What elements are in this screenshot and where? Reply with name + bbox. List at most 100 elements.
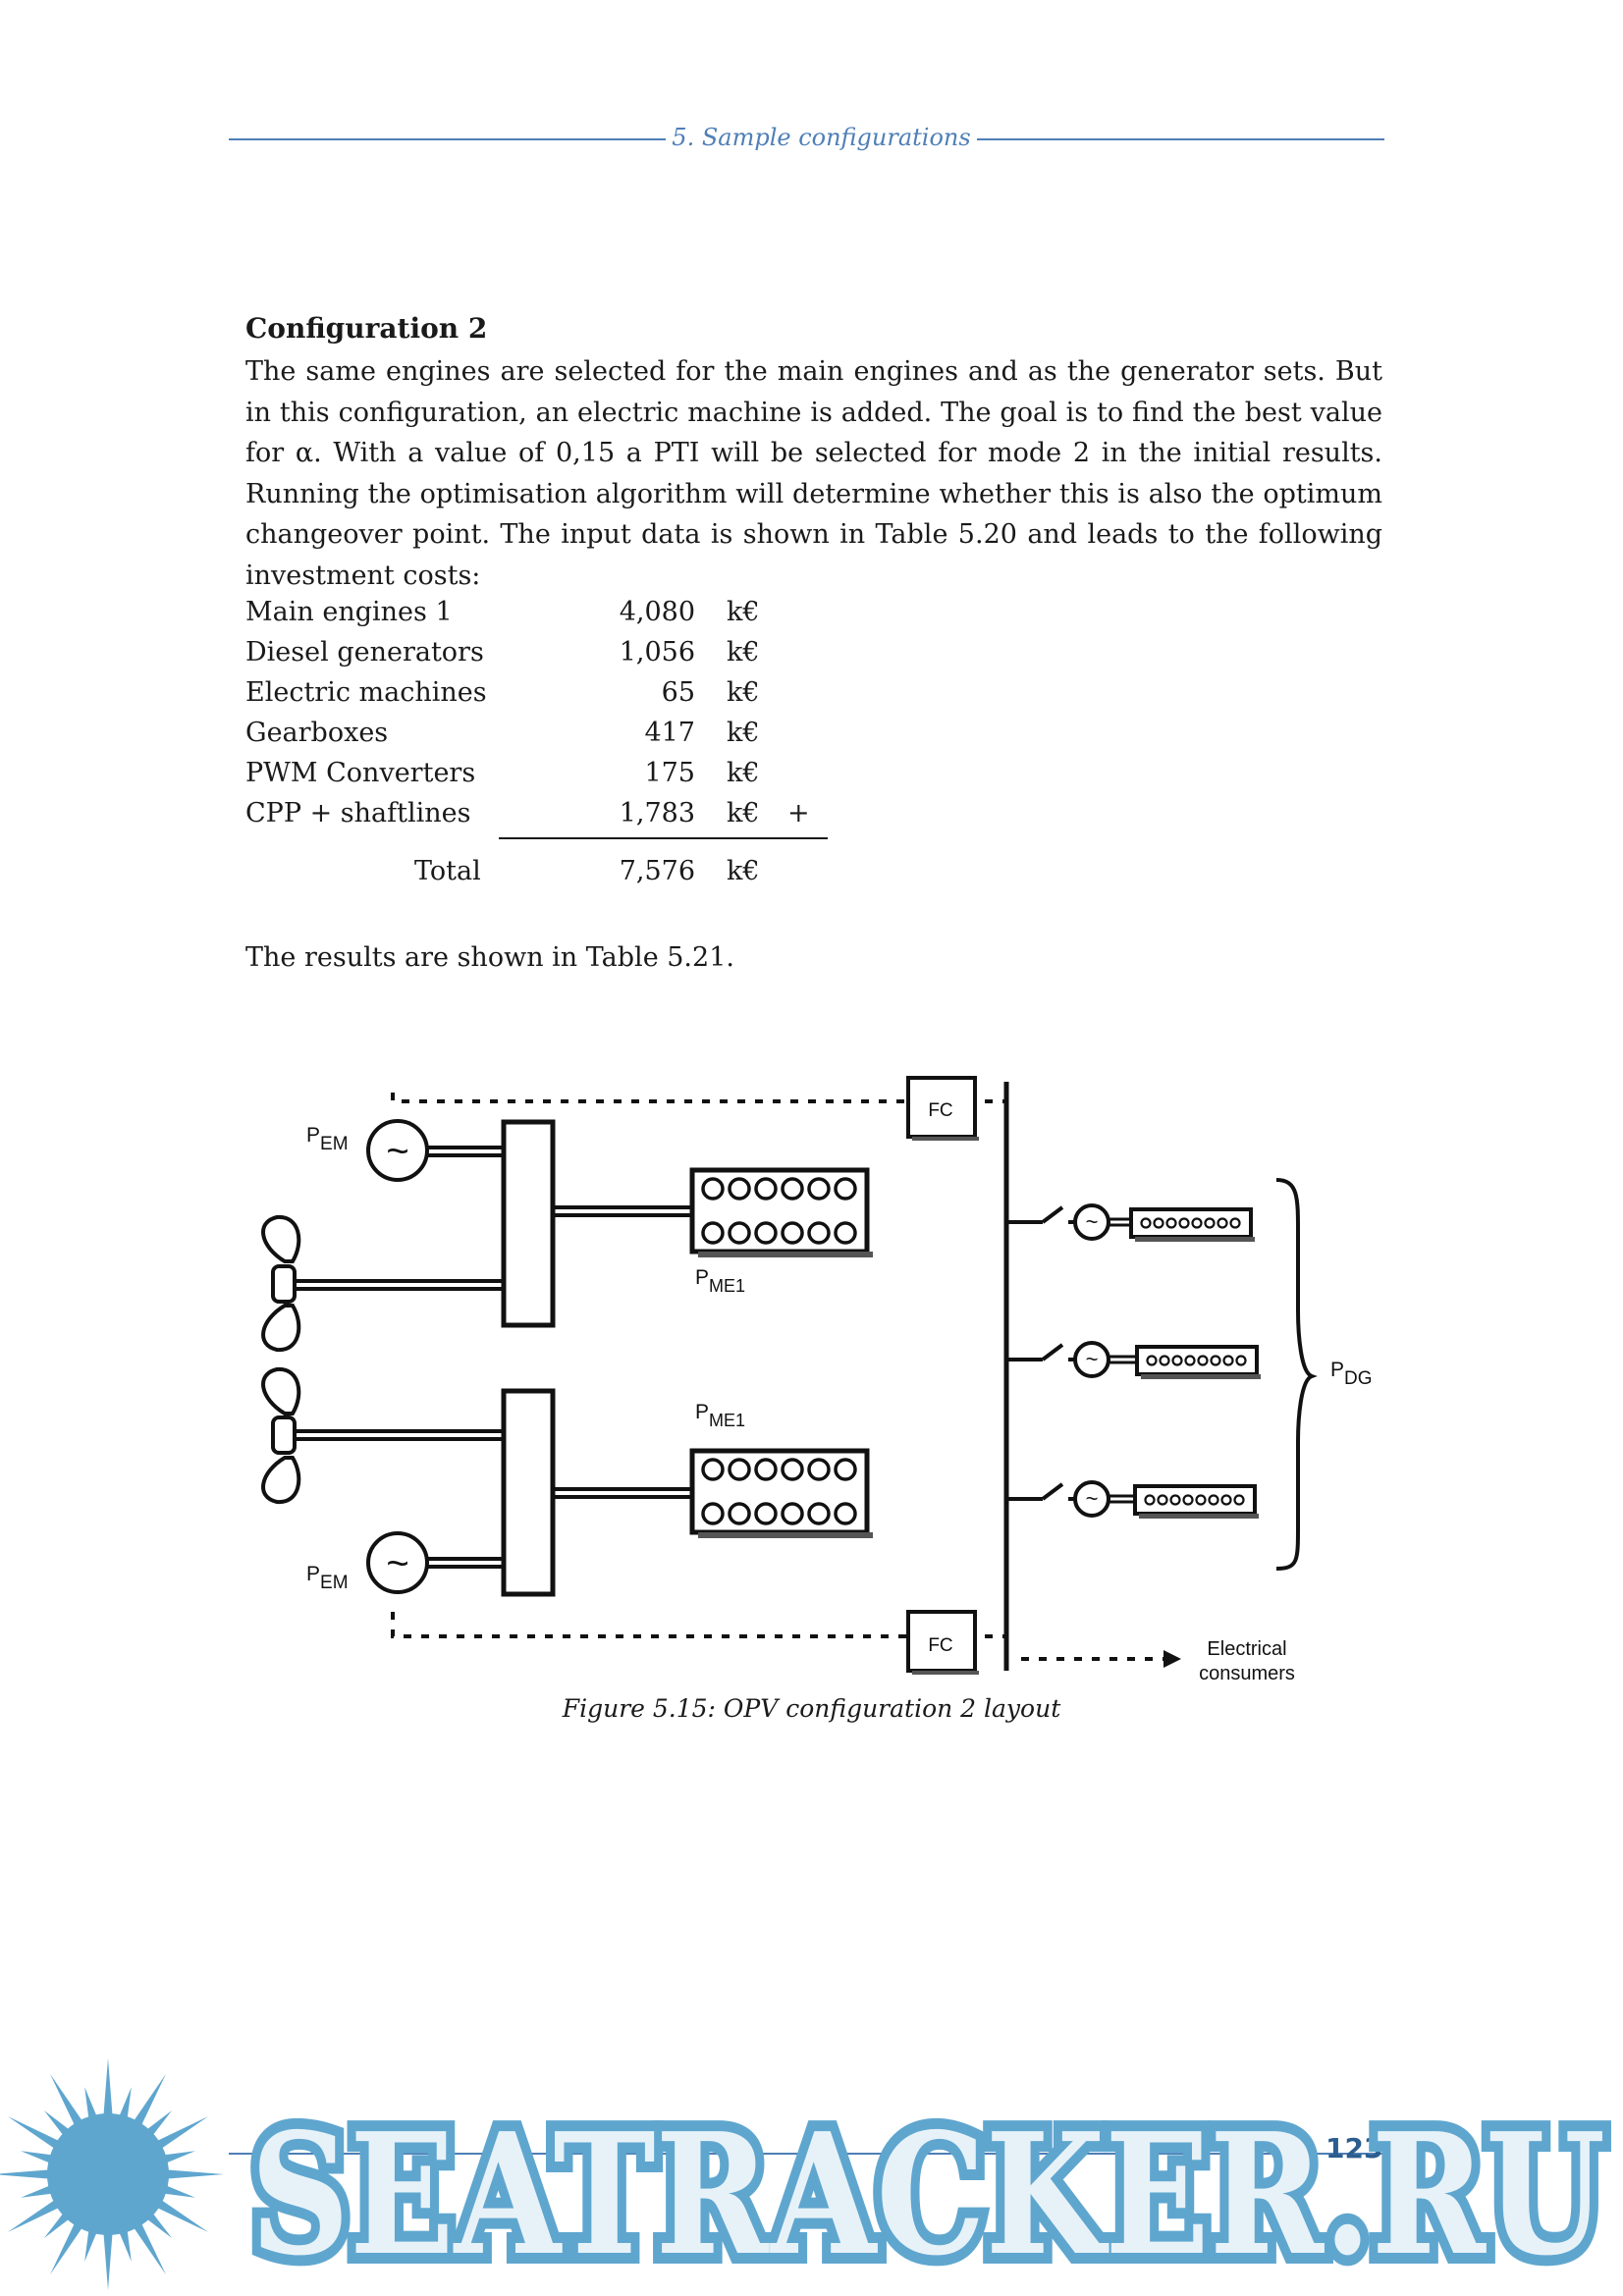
sun-ray bbox=[131, 2217, 166, 2275]
electric-machine-icon bbox=[366, 1119, 429, 1182]
sun-ray bbox=[131, 2073, 166, 2131]
cost-row: CPP + shaftlines 1,783 k€ + bbox=[245, 798, 854, 833]
svg-text:~: ~ bbox=[1086, 1347, 1099, 1371]
electric-machine-icon bbox=[366, 1531, 429, 1594]
cost-row: Gearboxes 417 k€ bbox=[245, 718, 854, 753]
cost-label: CPP + shaftlines bbox=[245, 798, 471, 828]
cost-label: Gearboxes bbox=[245, 718, 389, 748]
cost-label: PWM Converters bbox=[245, 758, 476, 788]
cost-label: Electric machines bbox=[245, 677, 487, 708]
watermark-logo: SEATRACKER.RU SEATRACKER.RU bbox=[0, 2058, 1616, 2296]
consumers-label: consumers bbox=[1199, 1663, 1295, 1684]
brace bbox=[1275, 1178, 1318, 1571]
total-value: 7,576 bbox=[619, 856, 695, 886]
sun-ray bbox=[50, 2217, 85, 2275]
gearbox bbox=[501, 1388, 556, 1597]
sum-sign: + bbox=[787, 798, 810, 828]
dotted-line bbox=[391, 1093, 908, 1103]
propeller-icon bbox=[261, 1366, 301, 1505]
arrow-head bbox=[1163, 1650, 1181, 1668]
cost-unit: k€ bbox=[727, 597, 760, 627]
configuration-diagram: FC FC ~ PEM PME1 bbox=[261, 1076, 1373, 1684]
svg-text:~: ~ bbox=[386, 1542, 408, 1585]
cost-value: 417 bbox=[644, 718, 695, 748]
cost-unit: k€ bbox=[727, 798, 760, 828]
gearbox bbox=[501, 1119, 556, 1328]
cost-value: 175 bbox=[644, 758, 695, 788]
running-header: 5. Sample configurations bbox=[672, 124, 971, 151]
sun-ray bbox=[117, 2087, 132, 2124]
cost-unit: k€ bbox=[727, 637, 760, 667]
footer-rule bbox=[229, 2153, 1384, 2155]
main-engine-icon bbox=[689, 1167, 873, 1257]
fc-box: FC bbox=[906, 1076, 979, 1141]
sun-ray bbox=[117, 2224, 132, 2262]
pem-label: PEM bbox=[306, 1563, 349, 1593]
sun-ray bbox=[158, 2183, 195, 2198]
total-unit: k€ bbox=[727, 856, 760, 886]
sun-ray bbox=[151, 2116, 209, 2152]
results-sentence: The results are shown in Table 5.21. bbox=[245, 942, 734, 973]
pme-label: PME1 bbox=[695, 1266, 745, 1296]
sun-ray bbox=[103, 2058, 113, 2121]
pem-label: PEM bbox=[306, 1124, 349, 1154]
cost-value: 1,783 bbox=[619, 798, 695, 828]
cost-unit: k€ bbox=[727, 718, 760, 748]
sun-ray bbox=[43, 2209, 74, 2239]
dotted-line bbox=[391, 1612, 908, 1638]
fc-label: FC bbox=[928, 1635, 952, 1656]
diesel-generator-set: ~ bbox=[1006, 1480, 1259, 1519]
sun-ray bbox=[21, 2151, 58, 2165]
cost-row: Electric machines 65 k€ bbox=[245, 677, 854, 713]
cost-row: PWM Converters 175 k€ bbox=[245, 758, 854, 793]
cost-value: 65 bbox=[661, 677, 695, 708]
diesel-generator-set: ~ bbox=[1006, 1341, 1261, 1379]
cost-row: Main engines 1 4,080 k€ bbox=[245, 597, 854, 632]
sun-ray bbox=[103, 2227, 113, 2290]
sun-ray bbox=[7, 2116, 65, 2152]
watermark-text: SEATRACKER.RU bbox=[250, 2097, 1605, 2293]
body-paragraph: The same engines are selected for the ma… bbox=[245, 356, 1382, 591]
sun-icon bbox=[47, 2113, 169, 2235]
cost-unit: k€ bbox=[727, 677, 760, 708]
sun-ray bbox=[151, 2197, 209, 2232]
header-rule-right bbox=[977, 138, 1384, 140]
fc-box: FC bbox=[906, 1610, 979, 1675]
sun-ray bbox=[84, 2087, 99, 2124]
sun-ray bbox=[21, 2183, 58, 2198]
sun-ray bbox=[158, 2151, 195, 2165]
sun-ray bbox=[43, 2109, 74, 2140]
sun-ray bbox=[50, 2073, 85, 2131]
page-number: 123 bbox=[1325, 2132, 1383, 2164]
cost-row: Diesel generators 1,056 k€ bbox=[245, 637, 854, 672]
total-rule bbox=[499, 837, 828, 839]
sun-ray bbox=[142, 2209, 173, 2239]
main-engine-icon bbox=[689, 1448, 873, 1538]
svg-text:~: ~ bbox=[1086, 1209, 1099, 1234]
svg-text:~: ~ bbox=[1086, 1486, 1099, 1511]
section-heading: Configuration 2 bbox=[245, 312, 488, 345]
figure-caption: Figure 5.15: OPV configuration 2 layout bbox=[562, 1694, 1061, 1723]
fc-label: FC bbox=[928, 1100, 952, 1121]
upper-drivetrain: ~ PEM PME1 bbox=[261, 1119, 873, 1353]
diesel-generator-set: ~ bbox=[1006, 1203, 1255, 1242]
total-label: Total bbox=[414, 856, 481, 886]
pdg-label: PDG bbox=[1330, 1359, 1373, 1389]
header-rule-left bbox=[229, 138, 666, 140]
sun-ray bbox=[84, 2224, 99, 2262]
pme-label: PME1 bbox=[695, 1401, 745, 1430]
lower-drivetrain: ~ PEM PME1 bbox=[261, 1366, 873, 1597]
propeller-icon bbox=[261, 1214, 301, 1353]
sun-ray bbox=[142, 2109, 173, 2140]
sun-ray bbox=[161, 2169, 224, 2179]
watermark-text-fill: SEATRACKER.RU bbox=[250, 2097, 1605, 2293]
cost-unit: k€ bbox=[727, 758, 760, 788]
cost-label: Diesel generators bbox=[245, 637, 484, 667]
sun-ray bbox=[0, 2169, 55, 2179]
sun-ray bbox=[7, 2197, 65, 2232]
total-row: Total 7,576 k€ bbox=[245, 856, 854, 891]
svg-text:~: ~ bbox=[386, 1130, 408, 1173]
cost-label: Main engines 1 bbox=[245, 597, 453, 627]
cost-value: 1,056 bbox=[619, 637, 695, 667]
cost-value: 4,080 bbox=[619, 597, 695, 627]
